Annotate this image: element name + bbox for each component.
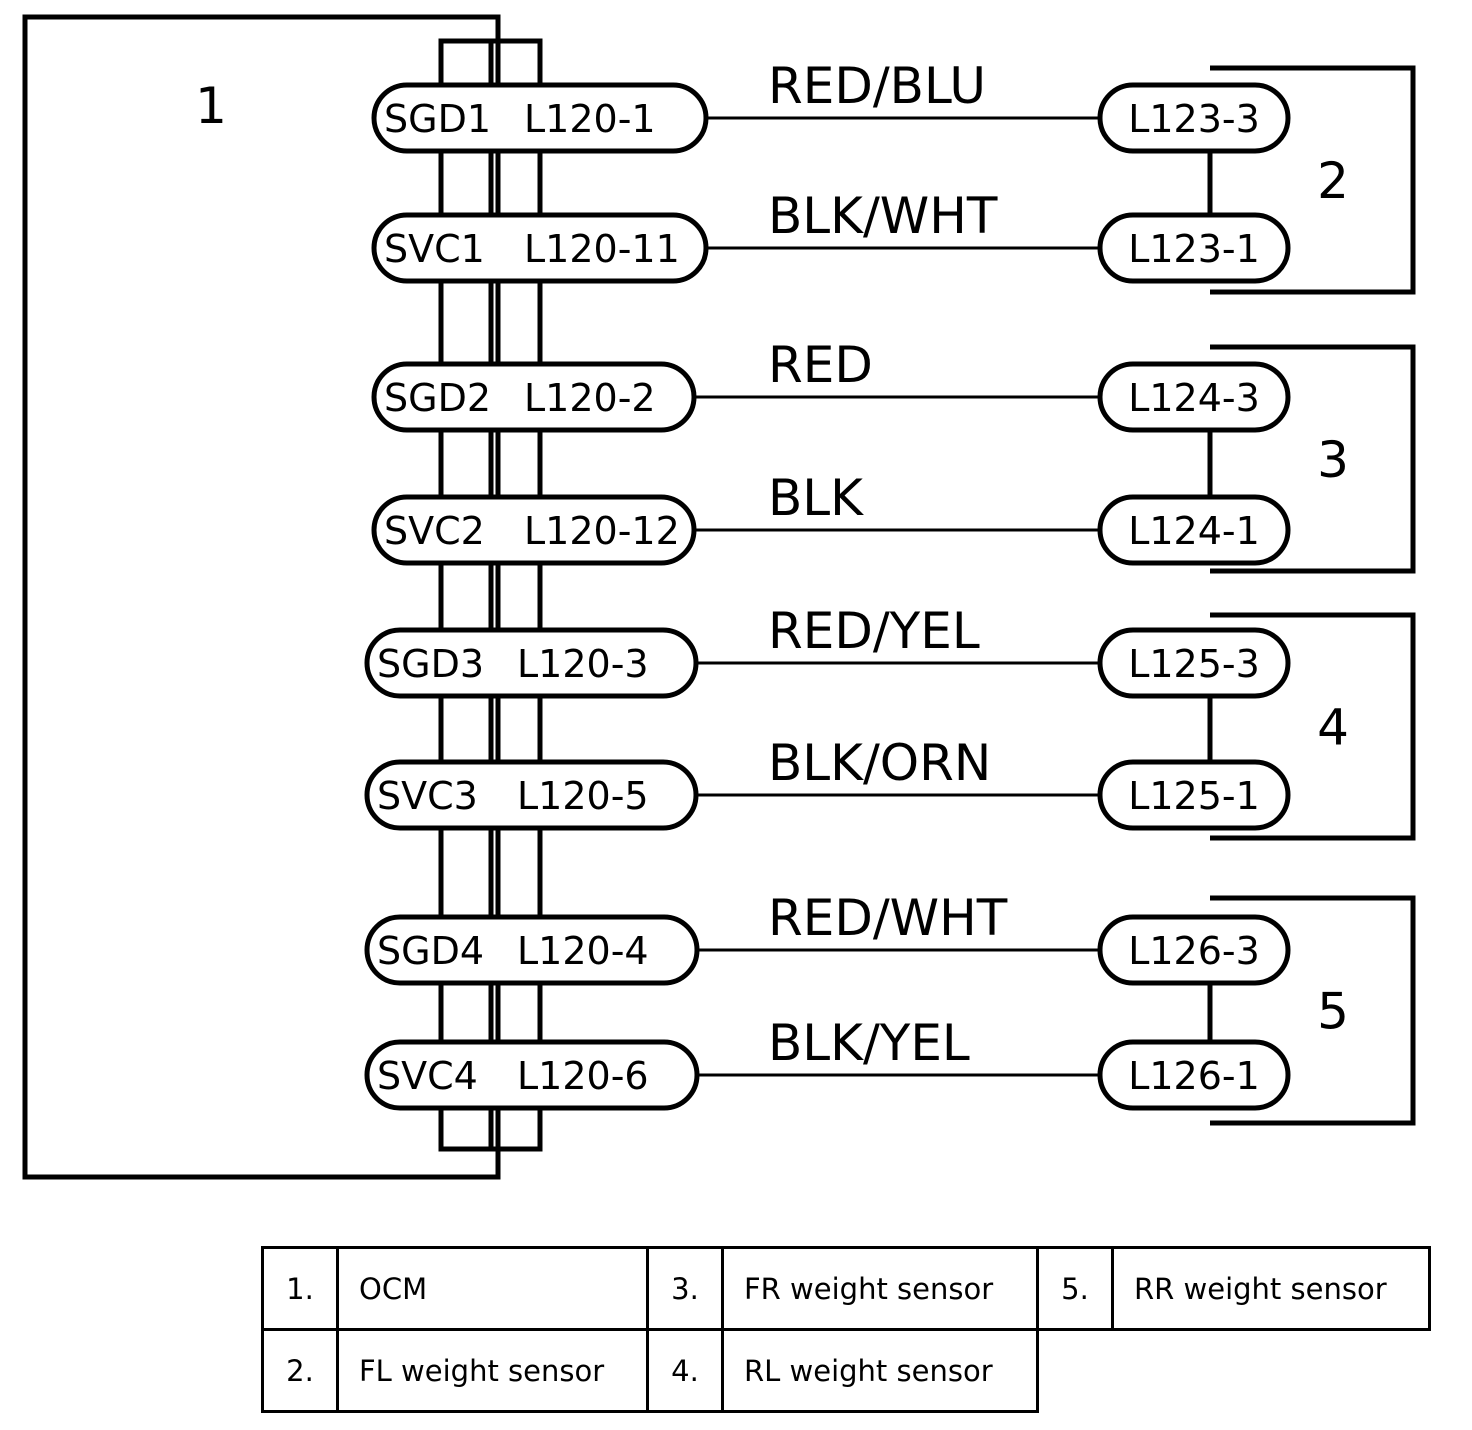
legend-label: FR weight sensor <box>721 1246 1039 1331</box>
sensor-box <box>1210 65 1416 295</box>
ocm-pin-pill <box>364 914 700 986</box>
legend-label: RL weight sensor <box>721 1328 1039 1413</box>
legend-num: 2. <box>261 1328 339 1413</box>
ocm-pin-pill <box>371 494 697 566</box>
sensor-terminal-label: L124-3 <box>1128 376 1260 420</box>
sensor-terminal-label: L125-1 <box>1128 774 1260 818</box>
legend-row: 1. OCM 3. FR weight sensor 5. RR weight … <box>261 1246 1431 1331</box>
connector-bus-right <box>488 38 543 1152</box>
sensor-pin-pill <box>1097 914 1291 986</box>
sensor-terminal-label: L126-3 <box>1128 929 1260 973</box>
wire-color-label: RED/BLU <box>768 57 986 115</box>
sensor-number: 4 <box>1317 699 1349 757</box>
ocm-terminal-label: L120-11 <box>524 227 680 271</box>
sensor-box <box>1210 612 1416 841</box>
sensor-box <box>1210 344 1416 574</box>
ocm-number: 1 <box>195 77 227 135</box>
legend-row: 2. FL weight sensor 4. RL weight sensor <box>261 1328 1430 1413</box>
ocm-pin-label: SVC2 <box>384 509 485 553</box>
sensor-terminal-label: L123-3 <box>1128 97 1260 141</box>
wire-color-label: BLK <box>768 469 864 527</box>
wire-color-label: RED <box>768 336 873 394</box>
sensor-pin-pill <box>1097 1039 1291 1111</box>
sensor-pin-pill <box>1097 212 1291 284</box>
sensor-pin-pill <box>1097 759 1291 831</box>
sensor-terminal-label: L123-1 <box>1128 227 1260 271</box>
ocm-terminal-label: L120-12 <box>524 509 680 553</box>
legend-empty-cell <box>1113 1330 1430 1412</box>
ocm-pin-label: SVC3 <box>377 774 478 818</box>
sensor-pin-pill <box>1097 494 1291 566</box>
ocm-pin-label: SGD4 <box>377 929 484 973</box>
sensor-terminal-label: L124-1 <box>1128 509 1260 553</box>
legend-num: 5. <box>1036 1246 1114 1331</box>
ocm-pin-label: SGD2 <box>384 376 491 420</box>
ocm-pin-pill <box>371 212 709 284</box>
ocm-pin-pill <box>364 759 699 831</box>
legend-table: 1. OCM 3. FR weight sensor 5. RR weight … <box>261 1246 1431 1413</box>
ocm-pin-pill <box>364 1039 700 1111</box>
wire-color-label: BLK/YEL <box>768 1014 970 1072</box>
sensor-number: 5 <box>1317 983 1349 1041</box>
wire-color-label: BLK/WHT <box>768 187 998 245</box>
sensor-pin-pill <box>1097 627 1291 699</box>
ocm-pin-pill <box>364 627 699 699</box>
legend-label: FL weight sensor <box>336 1328 649 1413</box>
wire-color-label: BLK/ORN <box>768 734 991 792</box>
ocm-terminal-label: L120-2 <box>524 376 656 420</box>
ocm-pin-label: SVC4 <box>377 1054 478 1098</box>
sensor-pin-pill <box>1097 361 1291 433</box>
ocm-box <box>22 14 501 1180</box>
legend-num: 3. <box>646 1246 724 1331</box>
ocm-terminal-label: L120-6 <box>517 1054 649 1098</box>
sensor-pin-pill <box>1097 82 1291 154</box>
wire-color-label: RED/WHT <box>768 889 1008 947</box>
sensor-number: 3 <box>1317 431 1349 489</box>
wire-color-label: RED/YEL <box>768 602 980 660</box>
ocm-pin-label: SGD3 <box>377 642 484 686</box>
legend-label: OCM <box>336 1246 649 1331</box>
legend-num: 4. <box>646 1328 724 1413</box>
sensor-terminal-label: L126-1 <box>1128 1054 1260 1098</box>
ocm-terminal-label: L120-5 <box>517 774 649 818</box>
sensor-box <box>1210 895 1416 1126</box>
ocm-terminal-label: L120-4 <box>517 929 649 973</box>
legend-empty-cell <box>1038 1330 1113 1412</box>
legend-label: RR weight sensor <box>1111 1246 1431 1331</box>
sensor-terminal-label: L125-3 <box>1128 642 1260 686</box>
ocm-pin-label: SVC1 <box>384 227 485 271</box>
legend-num: 1. <box>261 1246 339 1331</box>
sensor-number: 2 <box>1317 152 1349 210</box>
ocm-pin-pill <box>371 82 709 154</box>
ocm-pin-label: SGD1 <box>384 97 491 141</box>
ocm-pin-pill <box>371 361 697 433</box>
ocm-terminal-label: L120-3 <box>517 642 649 686</box>
ocm-terminal-label: L120-1 <box>524 97 656 141</box>
